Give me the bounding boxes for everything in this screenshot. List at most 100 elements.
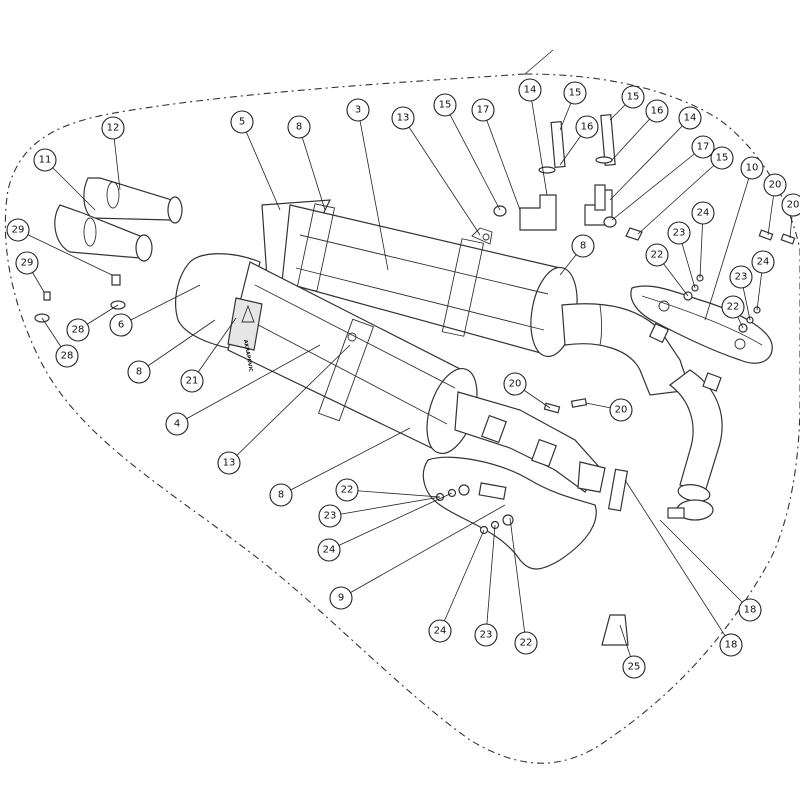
callout-bubble — [317, 538, 341, 562]
callout-leader — [482, 109, 521, 211]
callout-bubble — [230, 110, 254, 134]
callout-leader — [280, 427, 411, 496]
callout-leader — [659, 519, 751, 611]
callout-leader — [485, 524, 496, 636]
callout-label: 22 — [651, 250, 664, 261]
tailpipes — [54, 177, 183, 262]
callout-label: 22 — [727, 302, 740, 313]
callout-bubble — [335, 478, 359, 502]
callout-leader — [637, 157, 723, 235]
callout-label: 22 — [520, 638, 533, 649]
callout-label: 20 — [509, 379, 522, 390]
callout-bubble — [474, 623, 498, 647]
callout-label: 18 — [725, 640, 738, 651]
callout-label: 25 — [628, 662, 641, 673]
callout-label: 22 — [341, 485, 354, 496]
callout-bubble — [740, 156, 764, 180]
callout-label: 12 — [107, 123, 120, 134]
callout-label: 23 — [480, 630, 493, 641]
callout-leader — [138, 319, 216, 373]
callout-bubble — [691, 201, 715, 225]
hardware — [34, 114, 796, 646]
callout-bubble — [428, 619, 452, 643]
callout-label: 4 — [174, 419, 180, 430]
callout-leader — [529, 89, 548, 196]
callout-label: 24 — [434, 626, 447, 637]
callout-bubble — [346, 98, 370, 122]
tailpipe-lower-end — [135, 234, 153, 262]
callout-bubble — [109, 313, 133, 337]
callout-label: 20 — [787, 200, 800, 211]
callout-leader — [120, 284, 201, 326]
boundary-leader — [524, 49, 554, 75]
callout-leader — [328, 492, 453, 551]
callout-label: 28 — [72, 325, 85, 336]
callout-label: 8 — [278, 490, 284, 501]
callout-label: 9 — [338, 593, 344, 604]
callout-label: 5 — [239, 117, 245, 128]
callout-bubble — [645, 99, 669, 123]
tailpipe-upper-end — [167, 196, 183, 224]
callout-label: 14 — [524, 85, 537, 96]
callout-bubble — [719, 633, 743, 657]
callout-bubble — [691, 135, 715, 159]
callout-leader — [176, 344, 321, 425]
tailpipe-upper — [83, 177, 173, 221]
lower-link-pipe — [454, 391, 606, 493]
callout-label: 11 — [39, 155, 52, 166]
callout-bubble — [6, 218, 30, 242]
akrapovic-badge — [227, 297, 263, 351]
callout-label: 20 — [769, 180, 782, 191]
callout-bubble — [287, 115, 311, 139]
callout-bubble — [563, 81, 587, 105]
callout-label: 18 — [744, 605, 757, 616]
callout-leader — [241, 121, 281, 211]
callout-bubble — [165, 412, 189, 436]
callout-leader — [704, 167, 753, 321]
callout-bubble — [127, 360, 151, 384]
callout-bubble — [518, 78, 542, 102]
callout-bubble — [763, 173, 787, 197]
callout-label: 23 — [735, 272, 748, 283]
callout-bubble — [269, 483, 293, 507]
callout-bubble — [33, 148, 57, 172]
spacer — [594, 184, 606, 211]
callout-bubble — [667, 221, 691, 245]
callout-bubble — [721, 295, 745, 319]
bolt-2 — [600, 114, 616, 166]
callout-label: 15 — [627, 92, 640, 103]
callout-label: 16 — [581, 122, 594, 133]
callout-bubble — [503, 372, 527, 396]
callout-label: 8 — [136, 367, 142, 378]
callout-bubble — [751, 250, 775, 274]
callout-leader — [298, 126, 326, 211]
callout-leader — [357, 109, 389, 271]
callout-leader — [44, 159, 96, 211]
callout-bubble — [729, 265, 753, 289]
callout-bubble — [514, 631, 538, 655]
callout-label: 10 — [746, 163, 759, 174]
callout-bubble — [621, 85, 645, 109]
assembly-boundary — [4, 73, 800, 764]
callout-bubble — [318, 504, 342, 528]
callout-label: 17 — [477, 105, 490, 116]
callout-bubble — [391, 106, 415, 130]
callout-bubble — [678, 106, 702, 130]
callout-label: 23 — [673, 228, 686, 239]
callout-bubble — [471, 98, 495, 122]
callout-label: 15 — [439, 100, 452, 111]
mid-pipe — [667, 369, 723, 521]
callout-bubble — [645, 243, 669, 267]
callout-bubble — [180, 369, 204, 393]
grease-tube — [601, 614, 629, 646]
callout-bubble — [329, 586, 353, 610]
callout-label: 24 — [757, 257, 770, 268]
callout-label: 3 — [355, 105, 361, 116]
callout-leader — [228, 344, 351, 464]
callout-leader — [402, 117, 481, 236]
callout-leader — [17, 229, 113, 276]
callout-bubble — [101, 116, 125, 140]
callout-leader — [624, 479, 732, 646]
